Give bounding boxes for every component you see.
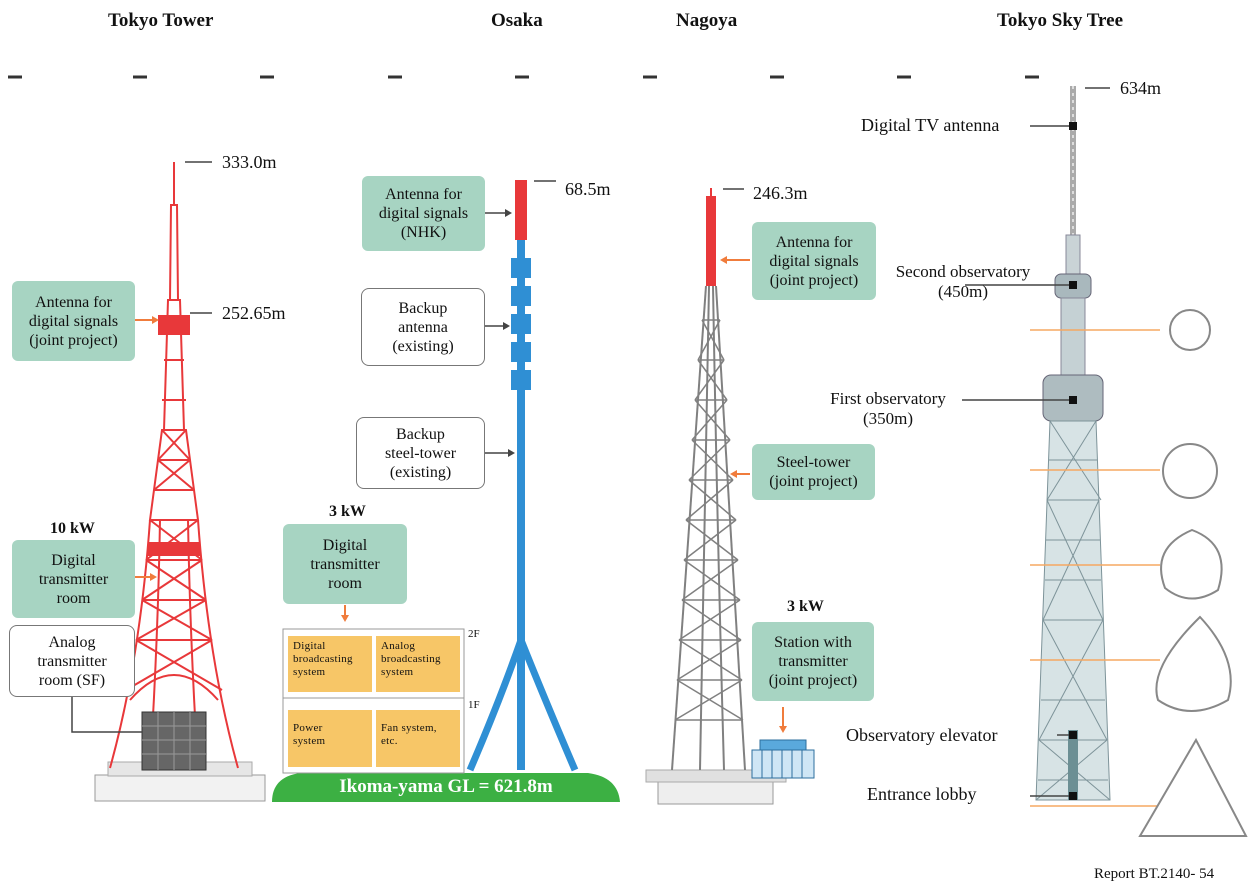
tokyo-tower-digital-room: Digital transmitter room bbox=[12, 540, 135, 618]
nagoya-tower-drawing bbox=[645, 188, 815, 805]
osaka-backup-antenna-box: Backup antenna (existing) bbox=[361, 288, 485, 366]
nagoya-antenna-box: Antenna for digital signals (joint proje… bbox=[752, 222, 876, 300]
nagoya-steel-tower-box: Steel-tower (joint project) bbox=[752, 444, 875, 500]
sky-tree-digital-tv-antenna: Digital TV antenna bbox=[861, 115, 1000, 135]
nagoya-power: 3 kW bbox=[787, 598, 824, 615]
osaka-tower-drawing bbox=[272, 180, 620, 802]
nagoya-station-box: Station with transmitter (joint project) bbox=[752, 622, 874, 701]
osaka-power-system-box: Power system bbox=[288, 710, 372, 767]
osaka-power: 3 kW bbox=[329, 503, 366, 520]
osaka-backup-tower-box: Backup steel-tower (existing) bbox=[356, 417, 485, 489]
tokyo-tower-power: 10 kW bbox=[50, 520, 95, 537]
sky-tree-first-observatory: First observatory (350m) bbox=[830, 389, 946, 428]
osaka-digital-broadcasting-box: Digital broadcasting system bbox=[288, 636, 372, 692]
sky-tree-observatory-elevator: Observatory elevator bbox=[846, 725, 998, 745]
osaka-fan-system-box: Fan system, etc. bbox=[376, 710, 460, 767]
sky-tree-second-observatory: Second observatory (450m) bbox=[895, 262, 1031, 301]
report-reference: Report BT.2140- 54 bbox=[1094, 866, 1215, 882]
sky-tree-drawing bbox=[962, 86, 1248, 837]
nagoya-height-top: 246.3m bbox=[753, 183, 808, 203]
osaka-floor-1f: 1F bbox=[468, 699, 480, 711]
sky-tree-height-top: 634m bbox=[1120, 78, 1162, 98]
tokyo-tower-height-antenna: 252.65m bbox=[222, 303, 286, 323]
osaka-antenna-box: Antenna for digital signals (NHK) bbox=[362, 176, 485, 251]
title-osaka: Osaka bbox=[491, 10, 543, 31]
osaka-floor-2f: 2F bbox=[468, 628, 480, 640]
tokyo-tower-height-top: 333.0m bbox=[222, 152, 277, 172]
title-nagoya: Nagoya bbox=[676, 10, 738, 31]
title-tokyo-tower: Tokyo Tower bbox=[108, 10, 214, 31]
tokyo-tower-drawing bbox=[71, 161, 266, 802]
tokyo-tower-analog-room: Analog transmitter room (SF) bbox=[9, 625, 135, 697]
osaka-analog-broadcasting-box: Analog broadcasting system bbox=[376, 636, 460, 692]
title-sky-tree: Tokyo Sky Tree bbox=[997, 10, 1124, 31]
osaka-digital-room: Digital transmitter room bbox=[283, 524, 407, 604]
osaka-height-top: 68.5m bbox=[565, 179, 611, 199]
sky-tree-entrance-lobby: Entrance lobby bbox=[867, 784, 977, 804]
osaka-ground-label: Ikoma-yama GL = 621.8m bbox=[339, 776, 553, 797]
tokyo-tower-antenna-box: Antenna for digital signals (joint proje… bbox=[12, 281, 135, 361]
